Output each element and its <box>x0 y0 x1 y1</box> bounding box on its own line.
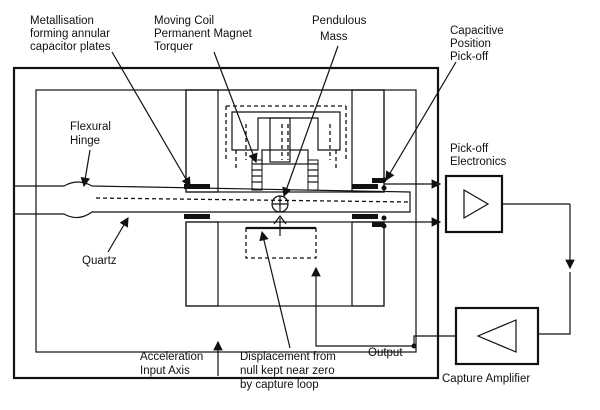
leader-lines <box>80 45 457 349</box>
label-pickoff-electronics-1: Pick-off <box>450 143 489 155</box>
capacitor-plates <box>184 178 384 227</box>
label-capture-amplifier: Capture Amplifier <box>442 373 530 385</box>
moving-coil <box>251 149 319 191</box>
label-pickoff-electronics-2: Electronics <box>450 156 506 168</box>
label-output: Output <box>368 347 403 359</box>
pickoff-wiring <box>381 177 442 229</box>
permanent-magnet <box>225 105 347 168</box>
capture-amplifier-box <box>311 266 571 366</box>
label-capacitive-3: Pick-off <box>450 51 489 63</box>
label-acceleration-2: Input Axis <box>140 365 190 377</box>
label-capacitive-1: Capacitive <box>450 25 504 37</box>
label-displacement-1: Displacement from <box>240 351 336 363</box>
label-displacement-2: null kept near zero <box>240 365 335 377</box>
label-metallisation-1: Metallisation <box>30 15 94 27</box>
label-quartz: Quartz <box>82 255 117 267</box>
lower-block <box>185 221 385 307</box>
label-pendulous-2: Mass <box>320 31 348 43</box>
pickoff-electronics-box <box>444 174 575 270</box>
label-flexural-1: Flexural <box>70 121 111 133</box>
label-coil-1: Moving Coil <box>154 15 214 27</box>
label-capacitive-2: Position <box>450 38 491 50</box>
label-acceleration-1: Acceleration <box>140 351 203 363</box>
label-coil-3: Torquer <box>154 41 193 53</box>
label-metallisation-2: forming annular <box>30 28 110 40</box>
label-metallisation-3: capacitor plates <box>30 41 111 53</box>
label-flexural-2: Hinge <box>70 135 100 147</box>
label-displacement-3: by capture loop <box>240 379 319 391</box>
label-pendulous-1: Pendulous <box>312 15 367 27</box>
pendulous-mass <box>245 195 317 259</box>
label-coil-2: Permanent Magnet <box>154 28 253 40</box>
quartz-proof-mass <box>14 181 411 219</box>
upper-block <box>185 89 385 193</box>
